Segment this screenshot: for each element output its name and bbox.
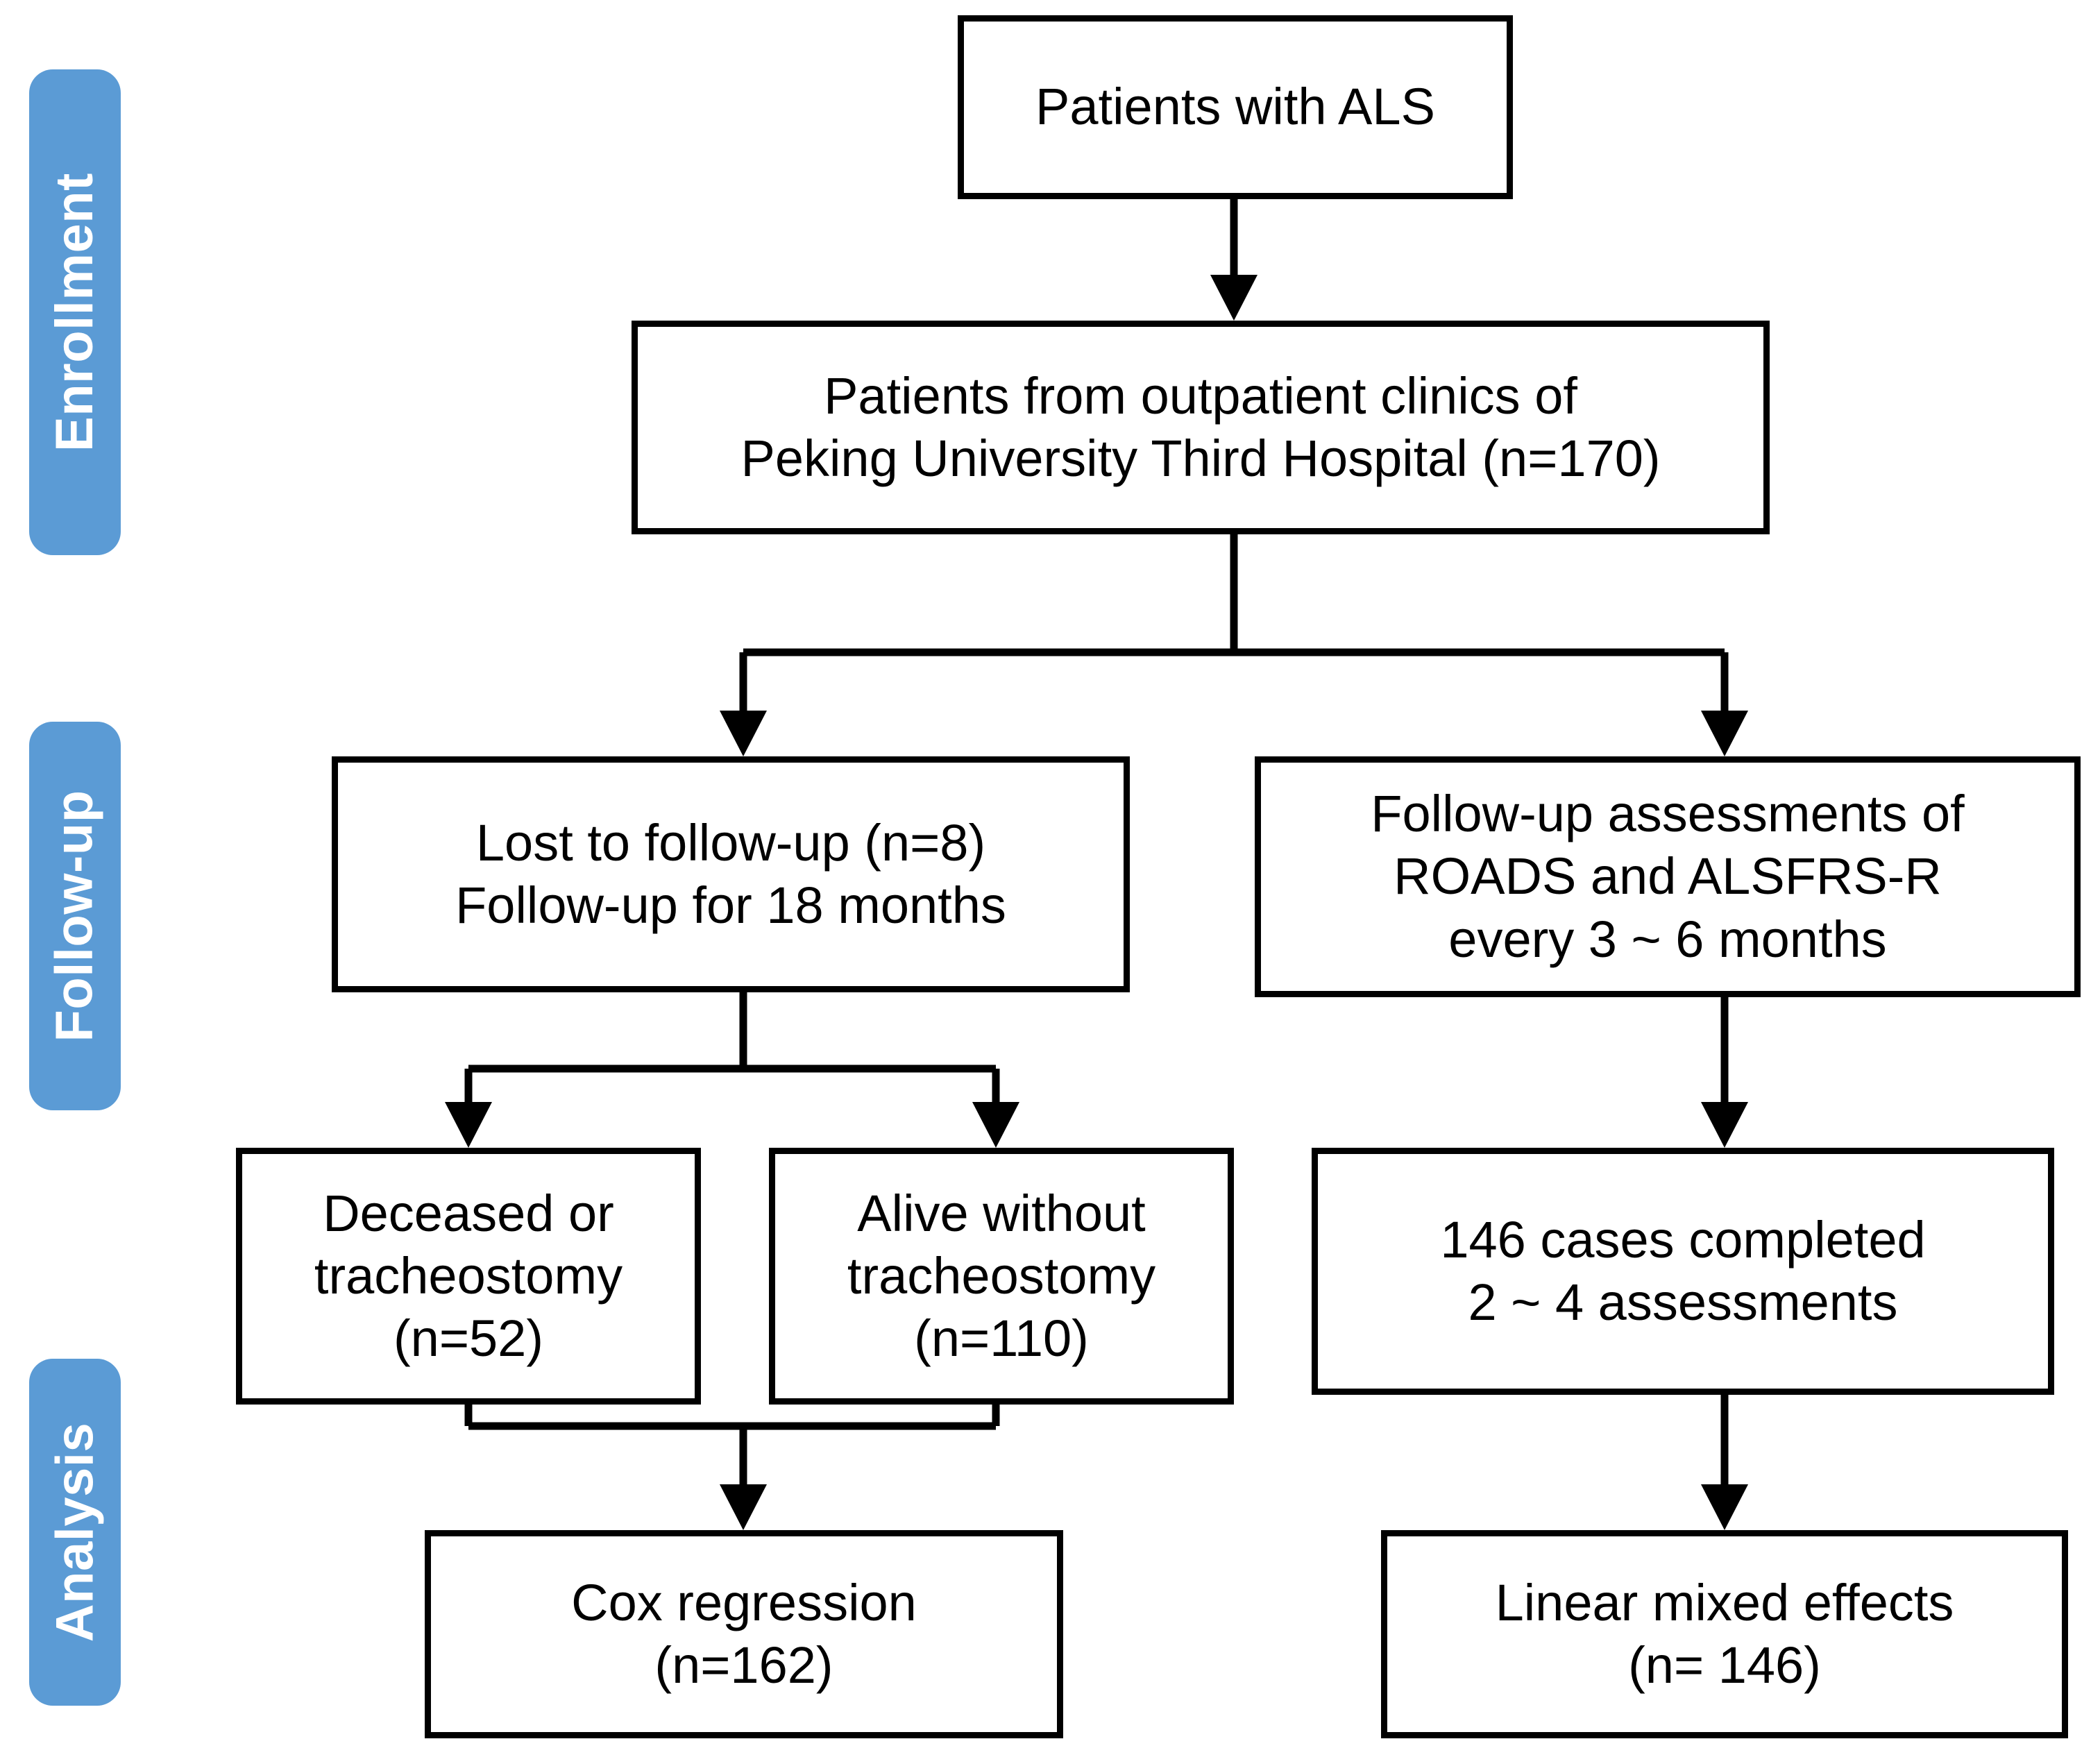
stage-label-analysis: Analysis: [45, 1422, 105, 1643]
node-label-outpatient-clinics: Patients from outpatient clinics of Peki…: [740, 366, 1661, 487]
arrowhead-to-lost-followup: [720, 711, 767, 756]
arrowhead-to-alive: [972, 1102, 1019, 1148]
stage-tab-follow-up: Follow-up: [29, 722, 121, 1110]
node-alive-without-tracheostomy: Alive without tracheostomy (n=110): [769, 1148, 1234, 1405]
node-label-patients-with-als: Patients with ALS: [1035, 78, 1435, 136]
node-deceased-or-tracheostomy: Deceased or tracheostomy (n=52): [236, 1148, 701, 1405]
stage-label-enrollment: Enrollment: [45, 173, 105, 452]
node-cases-completed: 146 cases completed 2 ~ 4 assessments: [1312, 1148, 2054, 1395]
node-follow-up-assessments: Follow-up assessments of ROADS and ALSFR…: [1255, 756, 2081, 997]
arrowhead-to-cases-completed: [1701, 1102, 1748, 1148]
node-label-cases-completed: 146 cases completed 2 ~ 4 assessments: [1440, 1210, 1926, 1331]
stage-tab-analysis: Analysis: [29, 1359, 121, 1706]
node-label-lost-to-follow-up: Lost to follow-up (n=8) Follow-up for 18…: [455, 813, 1006, 934]
node-cox-regression: Cox regression (n=162): [425, 1530, 1063, 1738]
node-lost-to-follow-up: Lost to follow-up (n=8) Follow-up for 18…: [332, 756, 1130, 992]
node-label-alive-without-tracheostomy: Alive without tracheostomy (n=110): [847, 1184, 1156, 1368]
node-patients-with-als: Patients with ALS: [958, 15, 1513, 199]
node-label-linear-mixed-effects: Linear mixed effects (n= 146): [1495, 1573, 1954, 1694]
arrowhead-to-followup-assessments: [1701, 711, 1748, 756]
node-label-deceased-or-tracheostomy: Deceased or tracheostomy (n=52): [314, 1184, 623, 1368]
stage-label-follow-up: Follow-up: [45, 790, 104, 1042]
node-label-cox-regression: Cox regression (n=162): [571, 1573, 917, 1694]
arrowhead-to-deceased: [445, 1102, 492, 1148]
stage-tab-enrollment: Enrollment: [29, 69, 121, 555]
arrowhead-to-linear-mixed: [1701, 1484, 1748, 1530]
arrowhead-als-to-outpatient: [1210, 275, 1258, 321]
node-label-follow-up-assessments: Follow-up assessments of ROADS and ALSFR…: [1371, 785, 1965, 968]
node-outpatient-clinics: Patients from outpatient clinics of Peki…: [632, 321, 1770, 534]
arrowhead-to-cox-regression: [720, 1484, 767, 1530]
node-linear-mixed-effects: Linear mixed effects (n= 146): [1381, 1530, 2068, 1738]
